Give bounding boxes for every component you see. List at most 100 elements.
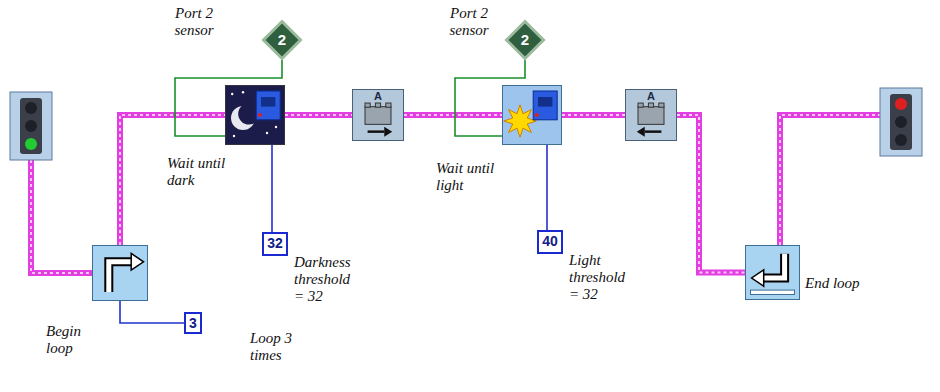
icon-art bbox=[225, 85, 285, 145]
direction-arrow bbox=[645, 130, 662, 133]
star bbox=[231, 93, 233, 95]
rcx-screen bbox=[538, 97, 552, 107]
icon-frame bbox=[93, 246, 148, 301]
caption: Port 2 sensor bbox=[440, 5, 498, 39]
constant-value: 40 bbox=[542, 232, 558, 250]
numeric-constant: 3Loop 3 times bbox=[184, 312, 202, 334]
star bbox=[275, 126, 277, 128]
icon-art bbox=[745, 245, 800, 300]
wire-ribbon bbox=[404, 112, 502, 118]
lamp-off bbox=[25, 120, 37, 132]
light-housing bbox=[20, 98, 42, 154]
icon-art bbox=[502, 85, 562, 145]
caption: Darkness threshold = 32 bbox=[294, 254, 360, 304]
wire-line bbox=[546, 145, 548, 230]
value-wire bbox=[120, 301, 184, 323]
caption: End loop bbox=[805, 275, 880, 292]
rcx-brick bbox=[533, 91, 557, 120]
loop-bar bbox=[751, 290, 795, 294]
loop-arrow-outline bbox=[763, 254, 785, 278]
lamp-off bbox=[895, 134, 907, 146]
lamp-off bbox=[25, 102, 37, 114]
rcx-brick bbox=[256, 91, 280, 120]
icon-frame bbox=[226, 86, 285, 145]
loop-arrowhead bbox=[752, 270, 764, 287]
star bbox=[242, 91, 244, 93]
port-number: 2 bbox=[262, 31, 302, 49]
start-wire bbox=[31, 160, 92, 273]
wire-ribbon bbox=[677, 115, 745, 273]
end-loop-icon: End loop bbox=[745, 245, 800, 300]
star bbox=[233, 135, 235, 137]
constant-value: 32 bbox=[267, 234, 283, 252]
motor-crenel bbox=[638, 103, 643, 107]
program-wire bbox=[677, 115, 745, 273]
stop-wire bbox=[780, 115, 880, 245]
program-wire bbox=[285, 115, 352, 116]
lamp-red bbox=[895, 98, 907, 110]
motor-crenel bbox=[648, 103, 653, 107]
start-light-icon bbox=[10, 92, 52, 160]
program-wire-core bbox=[31, 160, 92, 273]
icon-frame bbox=[10, 92, 52, 160]
wire-ribbon-core bbox=[404, 114, 502, 116]
caption: Wait until dark bbox=[167, 155, 233, 189]
program-wire bbox=[31, 160, 92, 273]
lamp-off bbox=[895, 116, 907, 128]
star bbox=[266, 132, 268, 134]
sensor-port-diamond: Port 2 sensor2 bbox=[262, 20, 302, 60]
constant-value: 3 bbox=[189, 314, 197, 332]
numeric-constant: 40Light threshold = 32 bbox=[537, 230, 563, 254]
motor-crenel bbox=[386, 103, 391, 107]
wire-ribbon-core bbox=[285, 114, 352, 116]
port-number: 2 bbox=[505, 31, 545, 49]
motor-crenel bbox=[365, 103, 370, 107]
motor-port-letter: A bbox=[625, 90, 677, 102]
wire-ribbon-core bbox=[677, 115, 745, 273]
icon-frame bbox=[746, 246, 800, 300]
caption: Loop 3 times bbox=[250, 330, 306, 364]
icon-frame bbox=[880, 88, 922, 156]
icon-frame bbox=[503, 86, 562, 145]
loop-arrow-outline bbox=[109, 262, 133, 292]
loop-arrow bbox=[763, 254, 785, 278]
numeric-constant: 32Darkness threshold = 32 bbox=[262, 232, 288, 256]
stop-light-icon bbox=[880, 88, 922, 156]
wait-light-icon: Wait until light bbox=[502, 85, 562, 145]
caption: Light threshold = 32 bbox=[569, 252, 635, 302]
wire-line bbox=[271, 145, 273, 232]
program-wire bbox=[780, 115, 880, 245]
light-housing bbox=[890, 94, 912, 150]
lamp-green bbox=[25, 138, 37, 150]
wire-line bbox=[120, 301, 184, 323]
caption: Port 2 sensor bbox=[165, 5, 223, 39]
rcx-dot bbox=[258, 113, 262, 117]
motor-body bbox=[365, 107, 391, 125]
sensor-port-diamond: Port 2 sensor2 bbox=[505, 20, 545, 60]
wire-ribbon bbox=[285, 112, 352, 118]
direction-arrowhead bbox=[384, 127, 392, 137]
rcx-screen bbox=[261, 97, 275, 107]
value-wire bbox=[272, 145, 273, 232]
rcx-dot bbox=[535, 113, 539, 117]
caption: Wait until light bbox=[436, 160, 502, 194]
icon-art bbox=[92, 245, 148, 301]
value-wire bbox=[547, 145, 548, 230]
program-wire bbox=[562, 115, 625, 116]
loop-arrowhead bbox=[131, 253, 143, 270]
caption: Begin loop bbox=[46, 323, 102, 357]
wire-ribbon bbox=[562, 112, 625, 118]
motor-forward-icon: A bbox=[352, 89, 404, 141]
loop-arrow bbox=[109, 262, 133, 292]
motor-reverse-icon: A bbox=[625, 89, 677, 141]
motor-body bbox=[638, 107, 664, 125]
program-wire-core bbox=[780, 115, 880, 245]
icon-frame bbox=[626, 90, 677, 141]
motor-crenel bbox=[659, 103, 664, 107]
icon-frame bbox=[353, 90, 404, 141]
direction-arrowhead bbox=[637, 127, 645, 137]
program-wire bbox=[404, 115, 502, 116]
